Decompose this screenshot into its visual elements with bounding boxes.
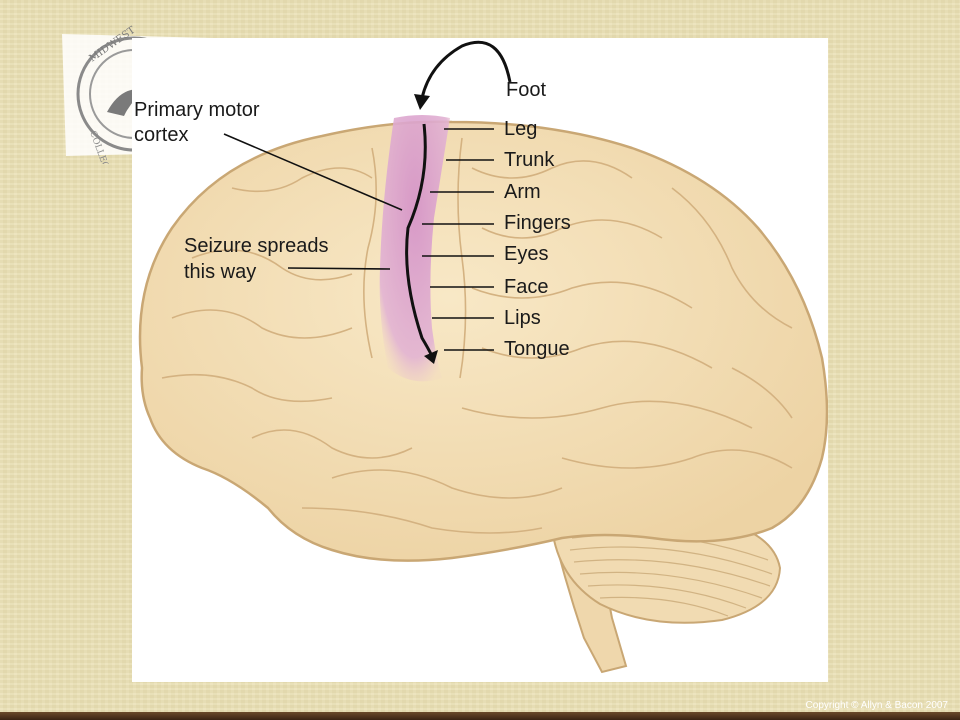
label-eyes: Eyes — [504, 243, 549, 265]
primary-motor-cortex-region — [379, 115, 450, 382]
label-seizure-line2: this way — [184, 261, 257, 283]
seizure-leader — [287, 267, 391, 270]
seizure-spread-arrowhead — [424, 350, 438, 364]
copyright-notice: Copyright © Allyn & Bacon 2007 — [805, 700, 948, 711]
cerebrum — [138, 120, 828, 562]
bottom-border-band — [0, 712, 960, 720]
primary-motor-cortex-leader — [223, 133, 403, 211]
label-lips: Lips — [504, 307, 541, 329]
label-leg: Leg — [504, 118, 538, 140]
label-seizure-line1: Seizure spreads — [184, 235, 329, 257]
foot-curve-arrow — [420, 40, 512, 99]
body-part-leader-lines — [422, 128, 494, 351]
label-trunk: Trunk — [504, 149, 555, 171]
brain-diagram — [138, 40, 828, 674]
label-face: Face — [504, 276, 549, 298]
seizure-spread-arrow — [405, 123, 434, 357]
label-foot: Foot — [506, 79, 547, 101]
foot-curve-arrowhead — [414, 94, 430, 110]
label-arm: Arm — [504, 181, 541, 203]
label-fingers: Fingers — [504, 212, 571, 234]
brain-folds — [161, 137, 793, 534]
cerebellum-folia — [569, 534, 773, 617]
label-tongue: Tongue — [504, 338, 570, 360]
label-primary-motor-cortex-line2: cortex — [134, 124, 189, 146]
diagram-panel: Foot Leg Trunk Arm Fingers Eyes Face Lip… — [132, 38, 828, 682]
label-primary-motor-cortex-line1: Primary motor — [134, 99, 260, 121]
